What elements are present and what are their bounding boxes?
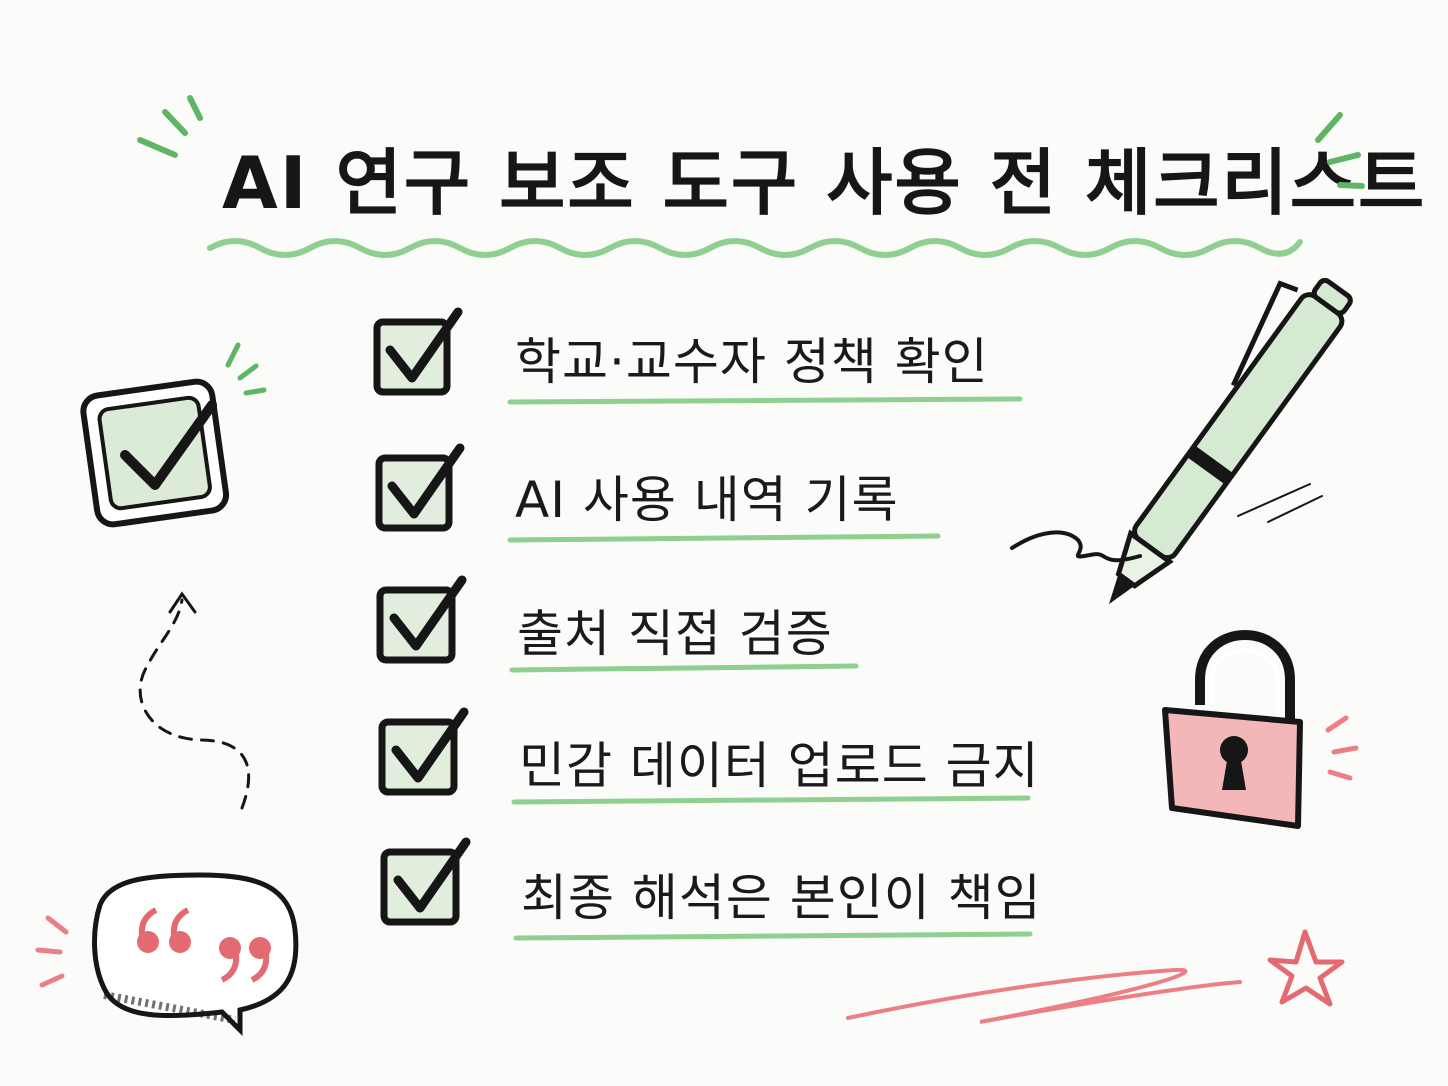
padlock-sparkle-icon: [1325, 715, 1359, 781]
star-icon: [1267, 929, 1345, 1007]
checklist-item-5: 최종 해석은 본인이 책임: [521, 869, 1042, 927]
bubble-sparkle-icon: [35, 915, 69, 988]
checklist-item-2: AI 사용 내역 기록: [515, 471, 899, 529]
checkbox-3-icon: [376, 575, 467, 664]
checkbox-2-icon: [375, 443, 465, 532]
pen-motion-lines: [1237, 483, 1323, 523]
big-checkbox-sparkle-icon: [225, 342, 267, 396]
checklist-item-4: 민감 데이터 업로드 금지: [519, 737, 1040, 795]
page-title: AI 연구 보조 도구 사용 전 체크리스트: [222, 141, 1427, 225]
checklist-item-1: 학교·교수자 정책 확인: [515, 333, 989, 391]
red-swoosh: [846, 967, 1242, 1024]
title-sparkle-right-icon: [1315, 112, 1365, 189]
item-2-underline: [507, 533, 941, 543]
item-4-underline: [511, 795, 1031, 805]
big-checkbox-icon: [80, 378, 230, 528]
pen-icon: [1108, 277, 1353, 605]
pen-scribble: [1010, 530, 1142, 563]
item-1-underline: [507, 396, 1023, 405]
checkbox-5-icon: [380, 837, 471, 926]
checklist-item-3: 출처 직접 검증: [517, 605, 833, 663]
padlock-icon: [1162, 630, 1303, 829]
item-3-underline: [509, 663, 859, 673]
title-sparkle-left-icon: [137, 95, 203, 158]
speech-bubble-quote-icon: [92, 872, 299, 1037]
item-5-underline: [513, 931, 1033, 941]
dashed-arrow-icon: [138, 591, 251, 810]
checkbox-4-icon: [378, 707, 469, 796]
checkbox-1-icon: [373, 307, 463, 396]
title-wavy-underline: [207, 238, 1303, 258]
